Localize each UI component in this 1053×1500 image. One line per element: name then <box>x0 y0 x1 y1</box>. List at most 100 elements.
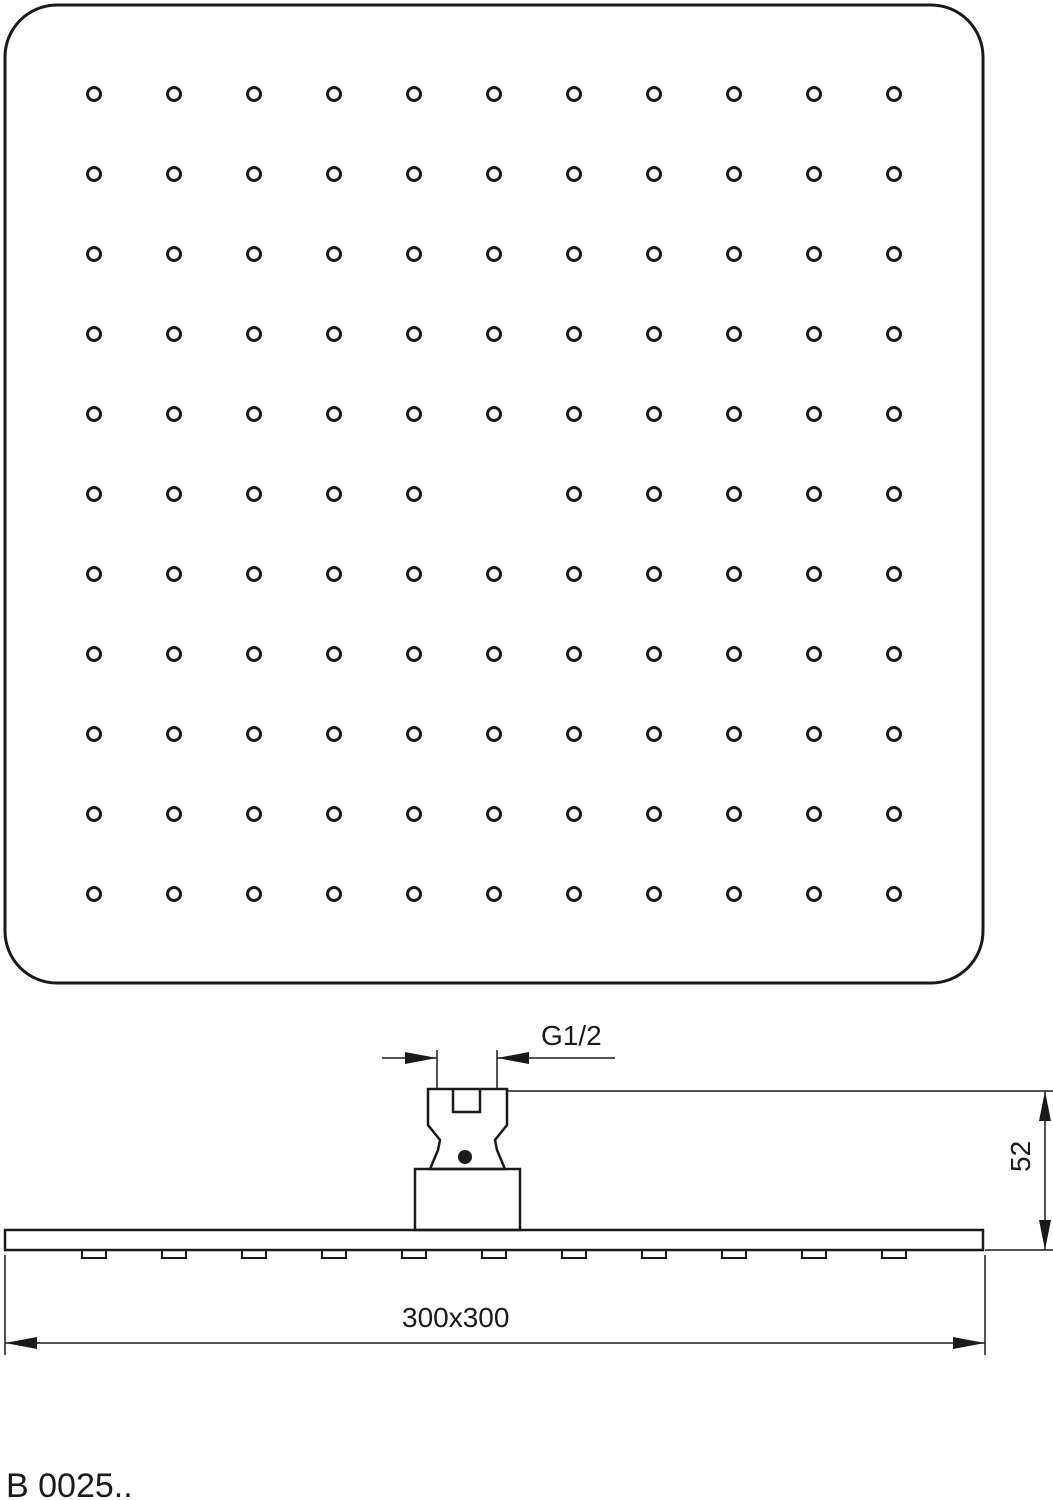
side-nozzle-stub <box>241 1249 267 1259</box>
nozzle <box>326 246 342 262</box>
nozzle <box>806 86 822 102</box>
shower-head-side-view <box>3 1087 985 1259</box>
nozzle <box>166 646 182 662</box>
nozzle <box>886 646 902 662</box>
nozzle <box>406 486 422 502</box>
nozzle <box>726 566 742 582</box>
nozzle <box>166 886 182 902</box>
nozzle <box>566 646 582 662</box>
nozzle <box>886 806 902 822</box>
nozzle <box>726 646 742 662</box>
nozzle <box>326 886 342 902</box>
nozzle <box>646 486 662 502</box>
nozzle <box>166 166 182 182</box>
nozzle <box>86 326 102 342</box>
nozzle <box>886 406 902 422</box>
nozzle <box>806 886 822 902</box>
nozzle <box>326 806 342 822</box>
nozzle <box>166 566 182 582</box>
nozzle <box>406 166 422 182</box>
nozzle <box>406 806 422 822</box>
nozzle <box>166 326 182 342</box>
nozzle <box>486 406 502 422</box>
nozzle <box>486 246 502 262</box>
nozzle <box>566 806 582 822</box>
side-nozzle-stub <box>481 1249 507 1259</box>
nozzle <box>86 86 102 102</box>
side-nozzle-stub <box>801 1249 827 1259</box>
nozzle <box>326 726 342 742</box>
nozzle <box>726 326 742 342</box>
nozzle <box>486 806 502 822</box>
nozzle-grid <box>86 86 902 902</box>
thread-dimension <box>382 1050 615 1089</box>
nozzle <box>246 86 262 102</box>
side-nozzle-stub <box>81 1249 107 1259</box>
nozzle <box>246 246 262 262</box>
side-nozzle-stub <box>881 1249 907 1259</box>
nozzle <box>166 806 182 822</box>
nozzle <box>326 566 342 582</box>
nozzle <box>726 726 742 742</box>
nozzle <box>646 646 662 662</box>
nozzle <box>486 166 502 182</box>
nozzle <box>566 726 582 742</box>
nozzle <box>566 246 582 262</box>
nozzle <box>246 326 262 342</box>
nozzle <box>886 886 902 902</box>
nozzle <box>726 246 742 262</box>
nozzle <box>86 726 102 742</box>
nozzle <box>886 326 902 342</box>
nozzle <box>726 486 742 502</box>
nozzle <box>86 566 102 582</box>
nozzle <box>806 246 822 262</box>
nozzle <box>246 566 262 582</box>
nozzle <box>886 726 902 742</box>
nozzle <box>646 726 662 742</box>
nozzle <box>166 86 182 102</box>
nozzle <box>806 326 822 342</box>
nozzle <box>646 86 662 102</box>
nozzle <box>486 886 502 902</box>
nozzle <box>86 646 102 662</box>
nozzle <box>406 726 422 742</box>
nozzle <box>246 886 262 902</box>
nozzle <box>646 326 662 342</box>
nozzle <box>566 566 582 582</box>
nozzle <box>806 406 822 422</box>
set-screw <box>458 1150 472 1164</box>
nozzle <box>406 326 422 342</box>
nozzle <box>886 86 902 102</box>
side-plate <box>3 1228 985 1252</box>
nozzle <box>86 486 102 502</box>
nozzle <box>406 886 422 902</box>
nozzle <box>166 406 182 422</box>
connector-block <box>413 1167 522 1232</box>
nozzle <box>406 406 422 422</box>
nozzle <box>726 806 742 822</box>
nozzle <box>886 166 902 182</box>
nozzle <box>406 246 422 262</box>
nozzle <box>86 166 102 182</box>
nozzle <box>246 726 262 742</box>
nozzle <box>646 166 662 182</box>
height-dimension <box>507 1090 1053 1251</box>
nozzle <box>326 486 342 502</box>
nozzle <box>646 406 662 422</box>
nozzle <box>166 726 182 742</box>
nozzle <box>566 166 582 182</box>
nozzle <box>566 406 582 422</box>
nozzle <box>166 486 182 502</box>
nozzle <box>806 566 822 582</box>
height-label: 52 <box>1005 1141 1036 1172</box>
nozzle <box>86 246 102 262</box>
nozzle <box>86 406 102 422</box>
nozzle <box>166 246 182 262</box>
nozzle <box>646 246 662 262</box>
side-nozzle-stub <box>401 1249 427 1259</box>
nozzle <box>486 566 502 582</box>
nozzle <box>326 646 342 662</box>
nozzle <box>806 806 822 822</box>
nozzle <box>246 166 262 182</box>
